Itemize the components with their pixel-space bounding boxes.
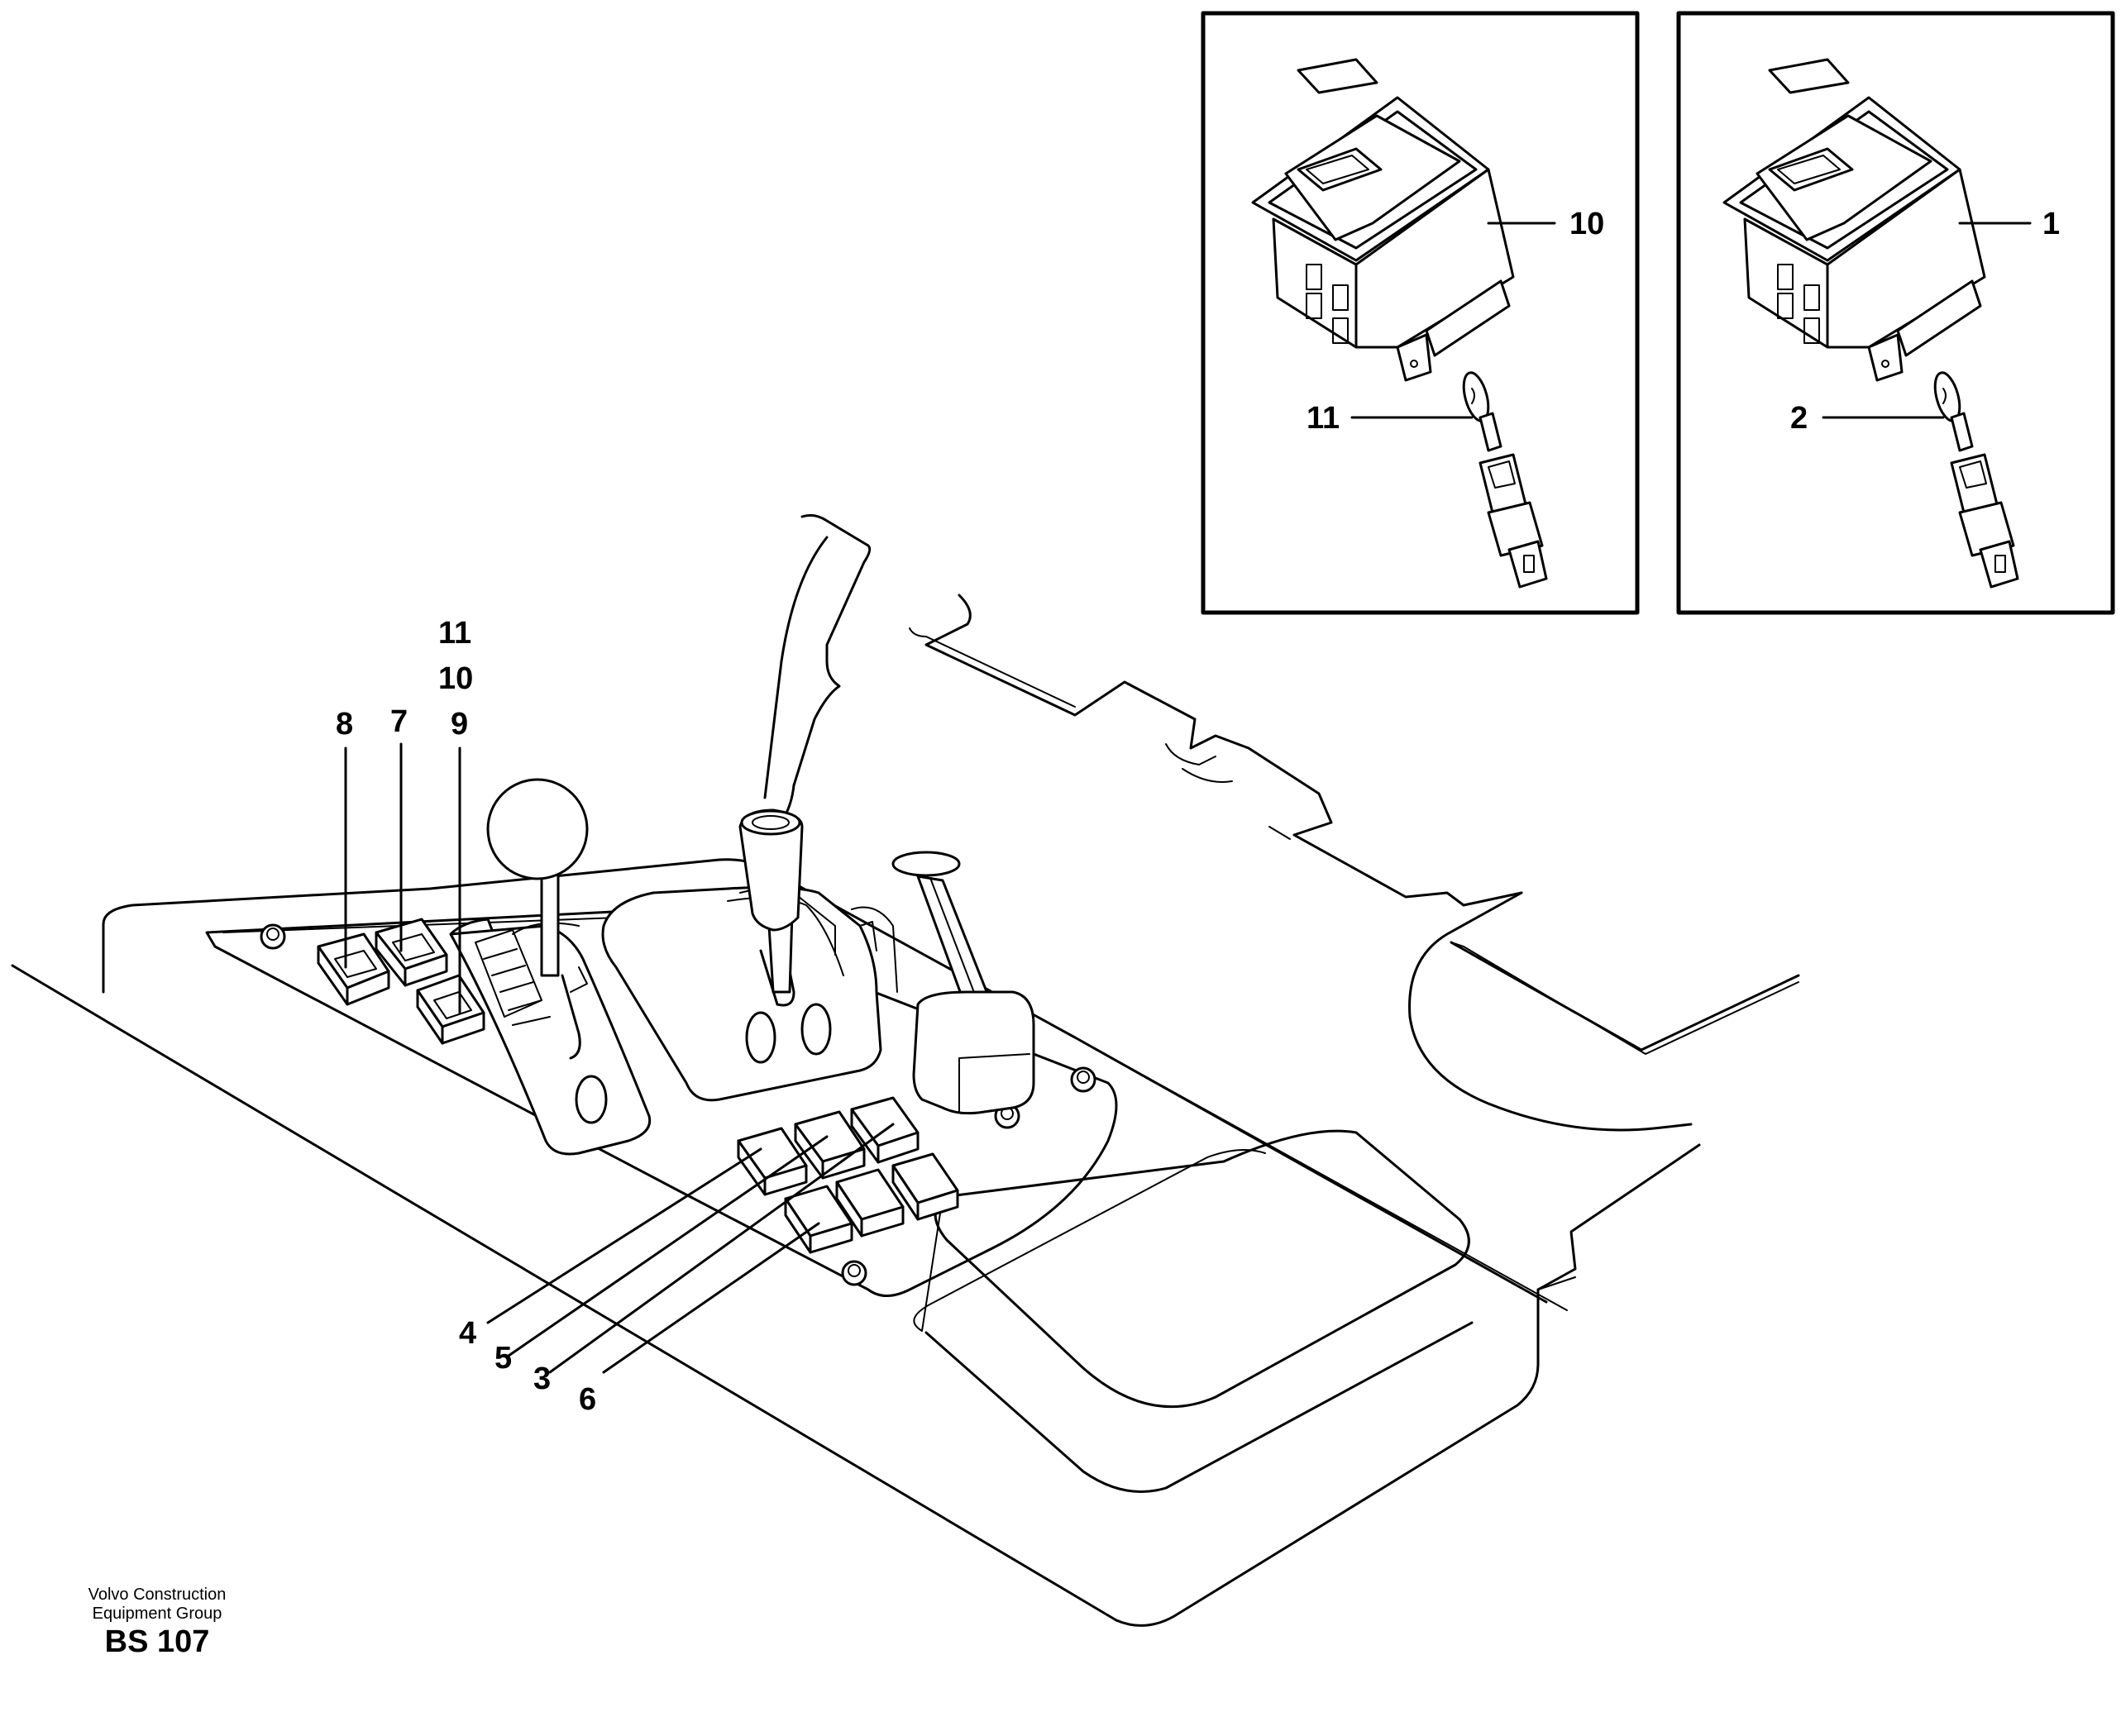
main-callouts: 11 10 8 7 9 4 5 3 6 <box>336 616 895 1417</box>
ball-knob-lever <box>449 778 652 1156</box>
bulb-drawing <box>1933 371 2019 589</box>
switch-unlabelled-a <box>835 1168 905 1238</box>
callout-7: 7 <box>390 704 408 739</box>
drawing-code: BS 107 <box>104 1624 210 1659</box>
callout-1: 1 <box>2042 207 2060 241</box>
bulb-drawing <box>1462 371 1548 589</box>
inset-switch-10-11: 10 11 <box>1201 11 1640 615</box>
callout-10-inset: 10 <box>1569 207 1604 241</box>
rocker-switch-drawing <box>1722 96 1986 382</box>
callout-10-main: 10 <box>438 661 473 696</box>
company-line-1: Volvo Construction <box>88 1586 227 1604</box>
gear-lever <box>601 808 898 1102</box>
switch-9 <box>416 974 485 1045</box>
switch-6 <box>784 1185 853 1254</box>
callout-4: 4 <box>459 1316 476 1351</box>
switch-5 <box>794 1110 866 1180</box>
switch-4 <box>737 1127 808 1196</box>
callout-6: 6 <box>579 1382 596 1417</box>
callout-8: 8 <box>336 707 353 742</box>
mounting-bolt <box>260 923 286 950</box>
switch-group-left <box>317 918 485 1045</box>
callout-9: 9 <box>451 707 468 742</box>
callout-2: 2 <box>1790 401 1808 436</box>
company-line-2: Equipment Group <box>92 1605 222 1623</box>
switch-7 <box>375 918 448 987</box>
callout-11-inset: 11 <box>1307 401 1340 436</box>
switch-group-centre <box>737 1096 959 1254</box>
callout-11-main: 11 <box>438 616 471 651</box>
switch-unlabelled-b <box>891 1152 959 1221</box>
mounting-bolt <box>1070 1066 1096 1093</box>
switch-3 <box>850 1096 920 1164</box>
rocker-switch-drawing <box>1251 96 1515 382</box>
console-drawing <box>11 513 1800 1627</box>
handle-lever <box>891 851 1035 1115</box>
footer-credit: Volvo Construction Equipment Group BS 10… <box>33 1586 281 1660</box>
inset-switch-1-2: 1 2 <box>1676 11 2115 615</box>
switch-8 <box>317 932 390 1006</box>
mounting-bolt <box>841 1260 867 1286</box>
callout-5: 5 <box>494 1341 512 1376</box>
callout-3: 3 <box>533 1362 551 1396</box>
storage-tray <box>913 1129 1474 1493</box>
